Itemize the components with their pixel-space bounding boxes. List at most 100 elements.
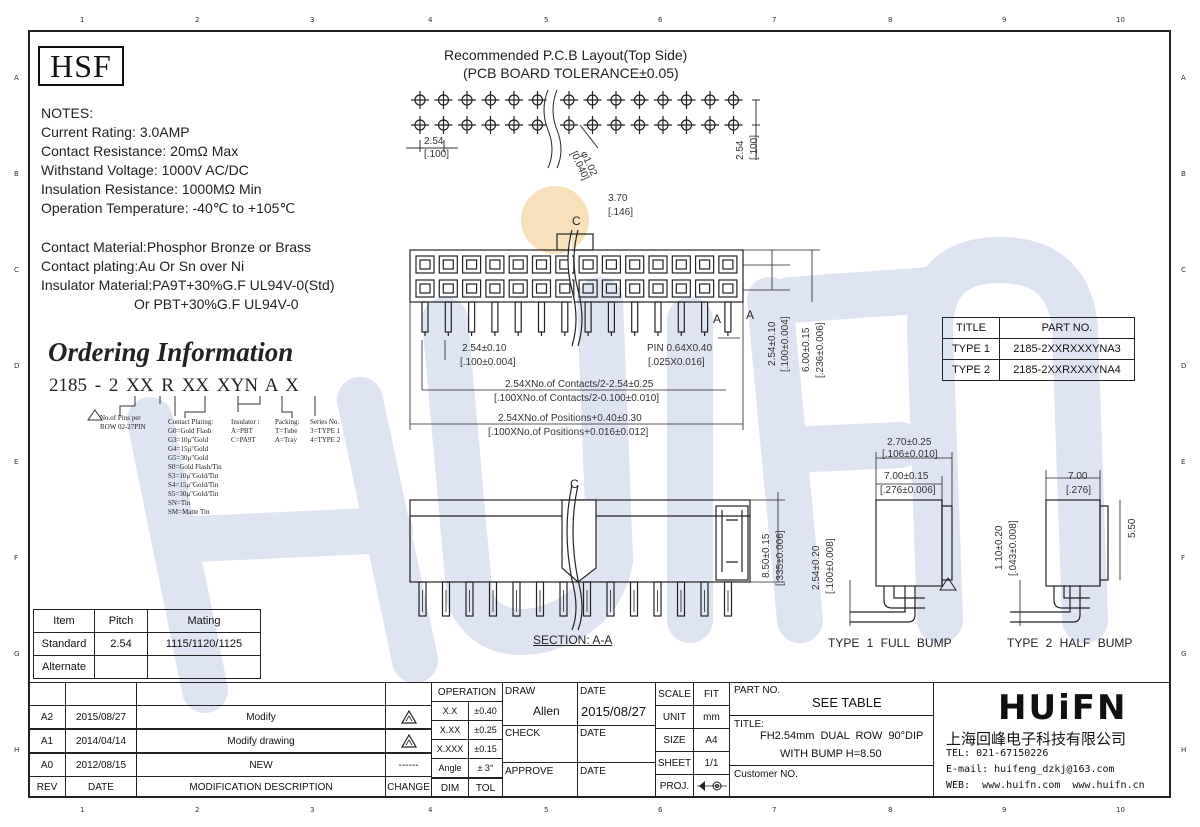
section-pin	[512, 581, 521, 617]
tol-value: ±0.15	[468, 739, 503, 759]
rev-blank	[385, 682, 432, 706]
zone-row-label: A	[1181, 74, 1186, 82]
front-cavity-inner	[419, 259, 431, 270]
zone-row-label: C	[1181, 266, 1186, 274]
zone-column-label: 10	[1116, 16, 1125, 24]
date-value: 2015/08/27	[581, 704, 647, 719]
title-label: TITLE:	[734, 719, 765, 730]
front-pitch-dim-inch: [.100±0.004]	[460, 357, 516, 368]
tol-value: ± 3°	[468, 758, 503, 778]
front-cavity-inner	[652, 283, 664, 294]
part-no-value: SEE TABLE	[812, 695, 882, 710]
rev-blank	[28, 682, 66, 706]
front-cavity	[695, 255, 715, 274]
front-cavity	[671, 279, 691, 298]
front-cavity	[718, 255, 738, 274]
tol-dim: Angle	[431, 758, 469, 778]
front-cavity	[625, 279, 645, 298]
front-cavity-inner	[582, 283, 594, 294]
plating-option: G5=30μ"Gold	[168, 454, 209, 462]
front-pin	[607, 301, 615, 333]
drawer-name: Allen	[533, 704, 560, 718]
huifn-brand: HUiFN	[998, 688, 1128, 728]
size-label: SIZE	[655, 728, 694, 752]
front-cavity-inner	[535, 259, 548, 270]
approve-label: APPROVE	[505, 766, 554, 777]
front-pin	[491, 301, 499, 333]
front-cavity	[648, 255, 668, 274]
rev-description: Modify	[136, 705, 386, 729]
front-cavity	[415, 255, 435, 274]
date-label: DATE	[580, 686, 606, 697]
front-cavity-inner	[605, 259, 617, 270]
company-tel: TEL: 021-67150226	[946, 748, 1049, 759]
zone-row-label: F	[1181, 554, 1186, 562]
draw-label: DRAW	[505, 686, 536, 697]
note-line: Current Rating: 3.0AMP	[41, 124, 190, 140]
zone-column-label: 7	[772, 806, 777, 814]
front-cavity	[601, 279, 621, 298]
check-date-label: DATE	[580, 728, 606, 739]
section-pin	[653, 581, 662, 617]
note-line: Withstand Voltage: 1000V AC/DC	[41, 162, 249, 178]
type-table: TITLE PART NO. TYPE 1 2185-2XXRXXXYNA3 T…	[942, 317, 1135, 381]
zone-column-label: 9	[1002, 806, 1007, 814]
rev-change-icon	[385, 705, 432, 729]
pitch-header-pitch: Pitch	[94, 609, 148, 633]
front-cavity-inner	[605, 283, 617, 294]
positions-dim: 2.54XNo.of Positions+0.40±0.30	[498, 413, 642, 424]
section-pin	[465, 581, 474, 617]
section-label: SECTION: A-A	[533, 633, 613, 647]
size-value: A4	[693, 728, 730, 752]
pin-size-dim-inch: [.025X0.016]	[648, 357, 705, 368]
series-option: 4=TYPE 2	[310, 436, 341, 444]
date-header: DATE	[65, 776, 137, 798]
type-row-label: TYPE 1	[942, 338, 1000, 360]
material-line: Or PBT+30%G.F UL94V-0	[134, 296, 299, 312]
front-cavity	[508, 279, 528, 298]
front-view	[409, 229, 820, 430]
front-cavity	[485, 279, 505, 298]
zone-column-label: 2	[195, 16, 200, 24]
section-center-mark: C	[570, 477, 579, 491]
front-cavity-inner	[699, 259, 711, 270]
packing-option: T=Tube	[275, 427, 298, 435]
pcb-pitch-dim-inch: [.100]	[424, 149, 450, 160]
front-cavity	[671, 255, 691, 274]
section-height-dim: 8.50±0.15	[761, 533, 772, 578]
check-label: CHECK	[505, 728, 541, 739]
zone-row-label: B	[1181, 170, 1186, 178]
rev-date: 2012/08/15	[65, 753, 137, 777]
front-cavity-inner	[722, 283, 734, 294]
front-cavity-inner	[699, 283, 711, 294]
break-line	[572, 484, 583, 631]
front-housing	[409, 249, 744, 303]
section-view	[409, 484, 785, 631]
front-pin	[444, 301, 452, 333]
front-cavity	[461, 279, 482, 298]
type2-width-dim: 7.00	[1068, 471, 1088, 482]
rev-code: A1	[28, 729, 66, 753]
title-line2: WITH BUMP H=8.50	[780, 748, 882, 760]
type-row-part: 2185-2XXRXXXYNA3	[999, 338, 1135, 360]
description-header: MODIFICATION DESCRIPTION	[136, 776, 386, 798]
zone-column-label: 10	[1116, 806, 1125, 814]
break-line	[573, 229, 583, 347]
pitch-row-label: Standard	[33, 632, 95, 656]
projection-symbol-cell	[693, 774, 730, 798]
front-cavity	[485, 255, 505, 274]
zone-column-label: 8	[888, 806, 893, 814]
front-cavity	[415, 279, 435, 298]
type-header-part: PART NO.	[999, 317, 1135, 339]
front-pin	[467, 301, 476, 333]
rev-date: 2015/08/27	[65, 705, 137, 729]
front-cavity-inner	[489, 283, 501, 294]
part-no-label: PART NO.	[734, 685, 781, 696]
tol-dim: X.X	[431, 701, 469, 721]
type2-height-dim: 1.10±0.20	[994, 525, 1005, 570]
dim-header: DIM	[431, 778, 469, 798]
front-pin	[421, 301, 429, 333]
front-cavity-inner	[629, 259, 641, 270]
